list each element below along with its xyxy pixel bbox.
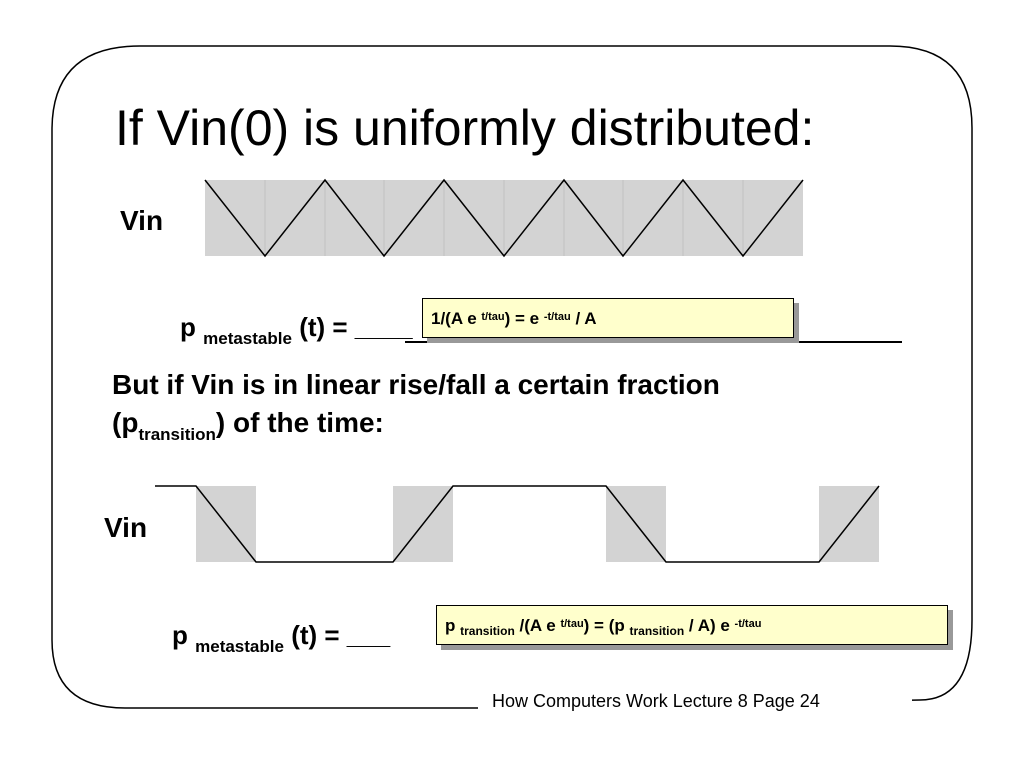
answer-box-2: p transition /(A e t/tau) = (p transitio… xyxy=(436,605,948,645)
eq2-rest: (t) = xyxy=(291,620,347,650)
equation-1: p metastable (t) = ____ xyxy=(180,312,413,348)
para-l2-sub: transition xyxy=(138,425,216,444)
eq1-answer-line xyxy=(405,341,902,343)
ans2-d: / A) e xyxy=(684,616,735,635)
ans2-sub2: transition xyxy=(629,624,685,638)
para-line-2: (ptransition) of the time: xyxy=(112,404,720,446)
eq2-blank: ___ xyxy=(346,620,391,650)
ans2-sup2: -t/tau xyxy=(734,618,762,630)
vin-label-top: Vin xyxy=(120,205,164,236)
answer-box-1: 1/(A e t/tau) = e -t/tau / A xyxy=(422,298,794,338)
ans1-a: 1/(A e xyxy=(431,309,482,328)
equation-2: p metastable (t) = ___ xyxy=(172,620,391,656)
ans1-sup1: t/tau xyxy=(481,311,505,323)
ans1-sup2: -t/tau xyxy=(543,311,571,323)
ans2-b: /(A e xyxy=(514,616,561,635)
eq1-sub: metastable xyxy=(203,329,292,348)
eq1-rest: (t) = xyxy=(299,312,355,342)
ans2-a: p xyxy=(445,616,461,635)
para-line-1: But if Vin is in linear rise/fall a cert… xyxy=(112,369,720,400)
paragraph-linear: But if Vin is in linear rise/fall a cert… xyxy=(112,366,720,446)
eq2-p: p xyxy=(172,620,188,650)
slide-title: If Vin(0) is uniformly distributed: xyxy=(115,100,815,156)
vin-label-bottom: Vin xyxy=(104,512,148,543)
para-l2a: (p xyxy=(112,407,139,438)
para-l2b: ) of the time: xyxy=(215,407,384,438)
footer-text: How Computers Work Lecture 8 Page 24 xyxy=(492,691,820,711)
eq2-sub: metastable xyxy=(195,637,284,656)
ans1-c: / A xyxy=(570,309,597,328)
ans2-sub1: transition xyxy=(460,624,515,638)
eq1-p: p xyxy=(180,312,196,342)
ans2-sup1: t/tau xyxy=(560,618,584,630)
footer-gap-mask xyxy=(478,690,912,714)
ans1-b: ) = e xyxy=(504,309,544,328)
eq1-blank: ____ xyxy=(354,312,413,342)
ans2-c: ) = (p xyxy=(583,616,630,635)
